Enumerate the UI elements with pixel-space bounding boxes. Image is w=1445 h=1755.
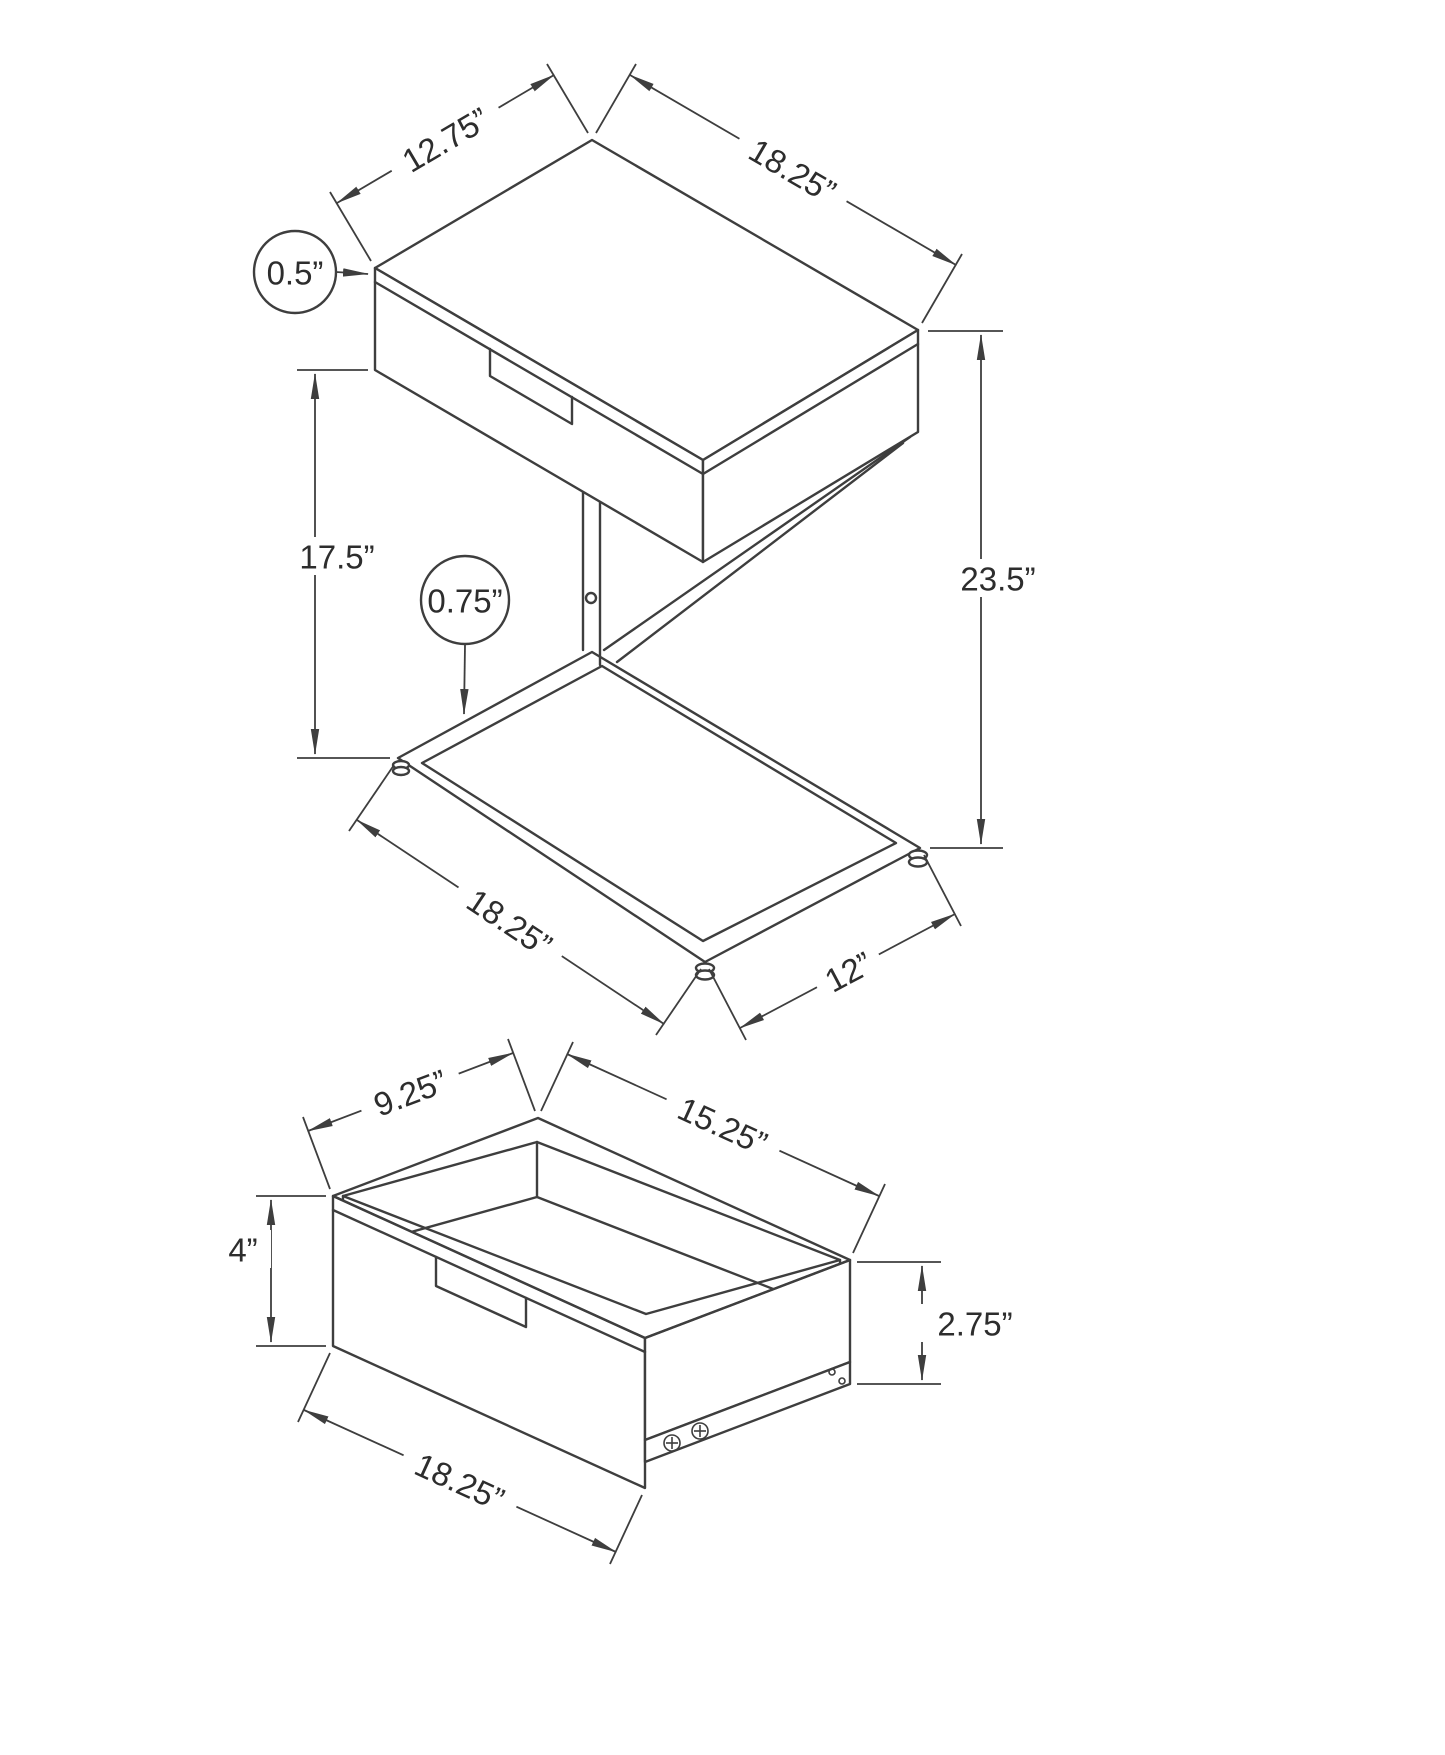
dim-label-top-thickness: 0.5” — [267, 255, 324, 292]
table-drawing: 12.75” 18.25” 0.5” 17.5” — [252, 63, 1050, 1041]
dim-label-overall-height: 23.5” — [960, 561, 1035, 598]
dim-label-frame-thickness: 0.75” — [427, 583, 502, 620]
table-base-frame — [391, 435, 929, 981]
dim-drawer-side-height: 2.75” — [857, 1261, 1030, 1385]
dim-label-side-height: 2.75” — [937, 1306, 1012, 1343]
frame-vertical-post — [581, 490, 602, 667]
base-ring-inner — [420, 664, 898, 943]
drawer-front-slab-edge — [331, 1208, 647, 1354]
dim-label-base-width: 18.25” — [460, 882, 558, 965]
foot-right — [907, 849, 929, 868]
dim-table-clearance-height: 17.5” — [287, 369, 390, 759]
drawer-rim-inner — [341, 1140, 842, 1316]
frame-screw — [584, 591, 598, 605]
dim-label-outer-width: 18.25” — [409, 1446, 509, 1518]
dim-label-front-height: 4” — [228, 1232, 257, 1269]
drawer-rim-outer — [331, 1116, 852, 1340]
tabletop-right-face — [701, 328, 920, 564]
drawer-drawing: 9.25” 15.25” 4” — [215, 1038, 1030, 1565]
dim-table-frame-thickness: 0.75” — [419, 554, 511, 715]
dim-table-overall-height: 23.5” — [928, 330, 1050, 849]
foot-left — [391, 759, 411, 777]
table-top-box — [373, 138, 920, 564]
top-slab-edge-right — [701, 342, 920, 476]
drawer-slide-rail — [643, 1360, 852, 1464]
dim-table-top-thickness: 0.5” — [252, 229, 369, 315]
drawer-screws — [663, 1368, 846, 1452]
frame-diagonal-brace — [602, 435, 912, 664]
dim-drawer-outer-width: 18.25” — [297, 1352, 643, 1565]
drawer-handle-notch — [488, 347, 574, 426]
dim-label-top-depth: 12.75” — [396, 100, 495, 179]
dim-table-base-width: 18.25” — [348, 764, 702, 1036]
dim-label-inner-depth: 9.25” — [369, 1062, 452, 1123]
callout-circle-frame-thickness — [419, 554, 511, 646]
drawer-handle-notch-2 — [434, 1255, 528, 1329]
dim-drawer-front-height: 4” — [215, 1195, 326, 1347]
top-slab-edge-front — [373, 280, 705, 476]
dim-label-inner-width: 15.25” — [672, 1090, 772, 1162]
dim-label-top-width: 18.25” — [743, 131, 842, 210]
dim-drawer-inner-depth: 9.25” — [302, 1038, 536, 1190]
dim-label-clearance-height: 17.5” — [299, 539, 374, 576]
